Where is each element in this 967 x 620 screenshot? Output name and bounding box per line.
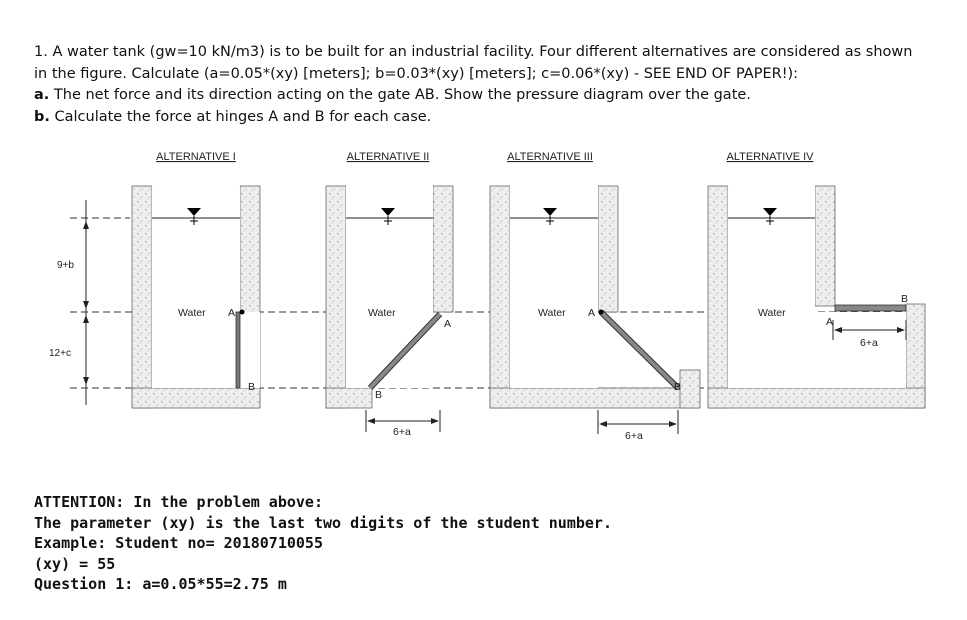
alternative-2 — [325, 185, 454, 432]
alt1-gate — [235, 311, 241, 389]
attention-line-2: The parameter (xy) is the last two digit… — [34, 513, 612, 532]
alt1-left-wall — [131, 185, 153, 409]
alt2-width-label: 6+a — [393, 426, 411, 438]
alternative-1 — [131, 185, 261, 409]
attention-line-3: Example: Student no= 20180710055 — [34, 534, 323, 552]
alt3-hinge-a — [598, 309, 604, 315]
alt4-water-level-icon — [763, 208, 777, 216]
attention-line-4: (xy) = 55 — [34, 554, 116, 573]
alt2-left-wall — [325, 185, 347, 409]
alt4-left-wall — [707, 185, 729, 409]
alt4-label-b: B — [901, 293, 908, 305]
alt3-right-wall — [597, 185, 619, 313]
item-a-text: The net force and its direction acting o… — [53, 87, 751, 103]
question-item-b: b. Calculate the force at hinges A and B… — [34, 107, 944, 129]
title-alternative-4: ALTERNATIVE IV — [726, 151, 814, 163]
alt3-width-label: 6+a — [625, 430, 643, 442]
item-a-label: a. — [34, 87, 50, 103]
alt4-floor — [707, 387, 926, 409]
alt1-water-level-icon — [187, 208, 201, 216]
alt4-water-label: Water — [758, 307, 786, 319]
alt3-floor — [489, 387, 701, 409]
item-b-label: b. — [34, 108, 50, 125]
attention-block: ATTENTION: In the problem above: The par… — [34, 492, 612, 595]
alt3-label-b: B — [674, 381, 681, 393]
alt3-right-ledge — [679, 369, 701, 409]
alt3-label-a: A — [588, 307, 595, 319]
alt4-width-label: 6+a — [860, 337, 878, 349]
attention-line-1: ATTENTION: In the problem above: — [34, 493, 323, 511]
reference-lines — [70, 217, 925, 389]
alt3-gate — [599, 310, 680, 390]
title-alternative-3: ALTERNATIVE III — [507, 151, 593, 163]
alt1-label-b: B — [248, 381, 255, 393]
dim-label-bottom: 12+c — [49, 348, 71, 359]
alt3-water-label: Water — [538, 307, 566, 319]
question-item-a: a. The net force and its direction actin… — [34, 85, 944, 107]
alt1-hinge-a — [239, 309, 245, 315]
alt1-label-a: A — [228, 307, 235, 319]
alt1-floor — [131, 387, 261, 409]
alt2-floor — [325, 387, 373, 409]
alternative-4 — [707, 185, 926, 409]
dim-label-top: 9+b — [57, 260, 74, 271]
alt1-water-label: Water — [178, 307, 206, 319]
alt4-label-a: A — [826, 316, 833, 328]
question-line-1: 1. A water tank (gw=10 kN/m3) is to be b… — [34, 44, 913, 60]
item-b-text: Calculate the force at hinges A and B fo… — [54, 108, 432, 125]
alt2-label-b: B — [375, 389, 382, 401]
title-alternative-2: ALTERNATIVE II — [347, 151, 430, 163]
alt2-water-label: Water — [368, 307, 396, 319]
alt3-water-level-icon — [543, 208, 557, 216]
title-alternative-1: ALTERNATIVE I — [156, 151, 236, 163]
alt4-gate — [834, 304, 907, 312]
question-block: 1. A water tank (gw=10 kN/m3) is to be b… — [34, 42, 944, 128]
attention-line-5: Question 1: a=0.05*55=2.75 m — [34, 575, 287, 593]
alt4-right-wall-upper — [814, 185, 836, 307]
alternative-3 — [489, 185, 701, 434]
alt2-gate — [368, 312, 442, 390]
alt2-water-level-icon — [381, 208, 395, 216]
alt2-label-a: A — [444, 318, 451, 330]
alt3-left-wall — [489, 185, 511, 409]
question-line-2: in the figure. Calculate (a=0.05*(xy) [m… — [34, 65, 799, 82]
alt2-right-wall — [432, 185, 454, 313]
